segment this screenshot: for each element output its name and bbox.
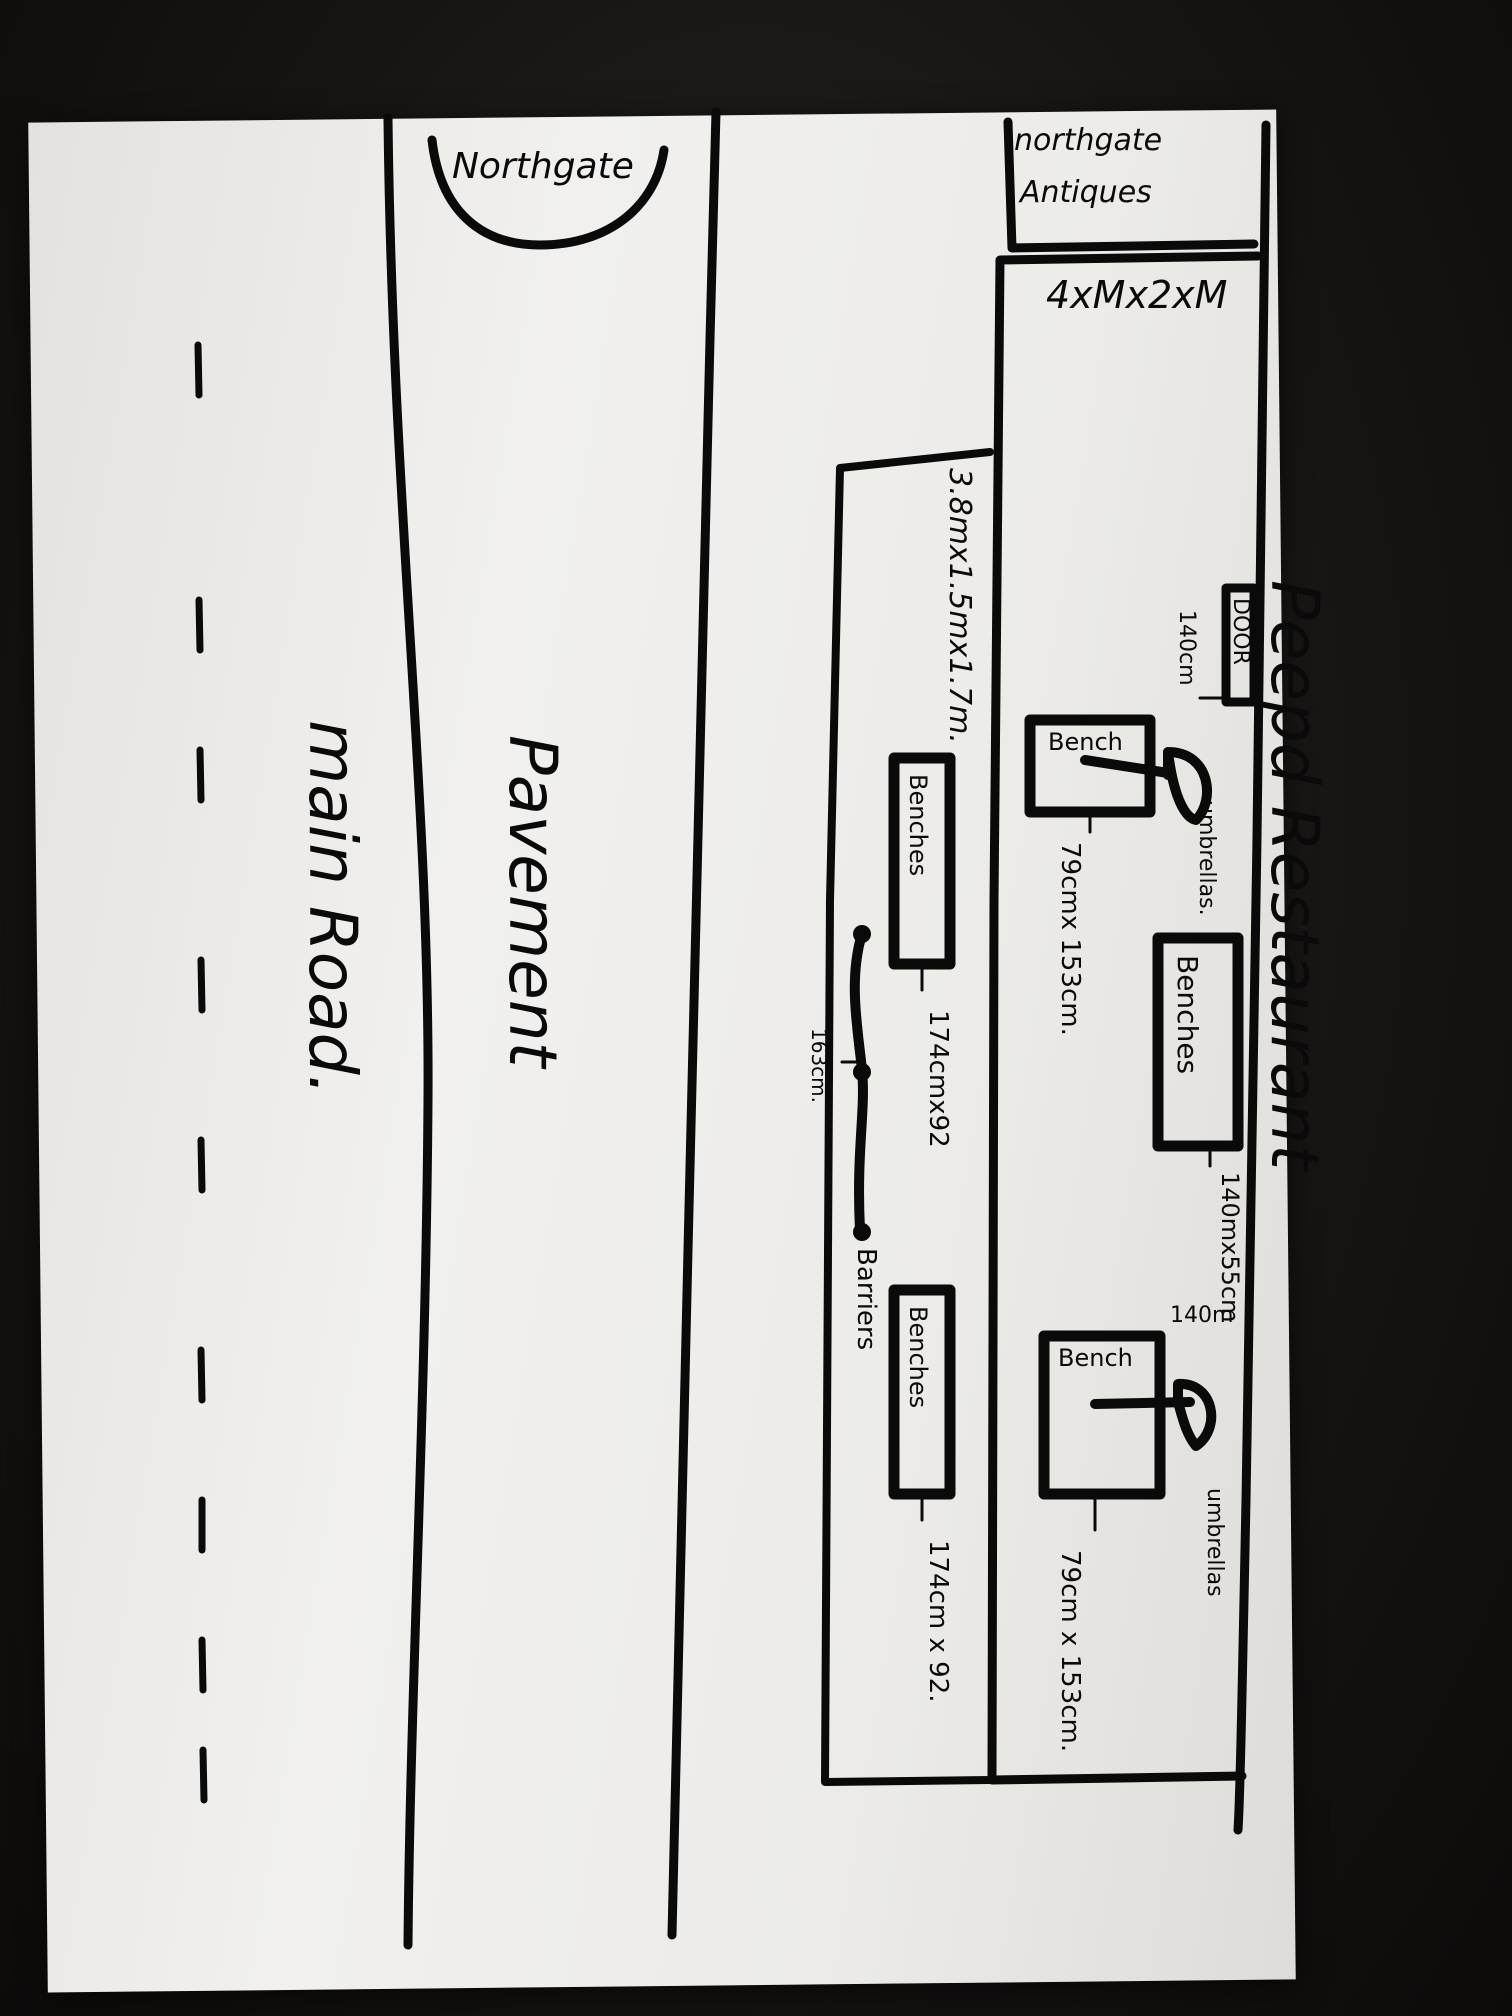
building-line: [667, 107, 721, 1940]
benches-middle-dimension: 140mx55cm: [1216, 1172, 1244, 1323]
northgate-arc: [427, 135, 669, 250]
barrier-post-3: [853, 1223, 871, 1241]
pavement-label: Pavement: [494, 735, 571, 1070]
umbrella-bottom-label: umbrellas: [1202, 1488, 1227, 1597]
northgate-label: Northgate: [452, 146, 634, 187]
bench-bottom-label: Bench: [1058, 1344, 1133, 1372]
barriers-label: Barriers: [851, 1248, 881, 1350]
benches-left-bottom-dimension: 174cm x 92.: [923, 1540, 953, 1703]
umbrella-top-icon: [1080, 747, 1213, 825]
umbrella-bottom-dimension: 140m: [1170, 1303, 1233, 1328]
inner-seating-boundary: [821, 448, 994, 1786]
benches-middle-label: Benches: [1171, 955, 1204, 1074]
benches-left-top-label: Benches: [904, 774, 932, 876]
benches-middle: [1152, 932, 1244, 1152]
northgate-antiques-label-line2: Antiques: [1018, 175, 1152, 210]
umbrella-top-label: umbrellas.: [1194, 800, 1219, 916]
restaurant-label: Peepd Restaurant: [1256, 580, 1333, 1172]
door-dimension: 140cm: [1174, 610, 1199, 686]
bench-bottom: [1038, 1330, 1166, 1500]
bench-bottom-dimension: 79cm x 153cm.: [1055, 1550, 1085, 1752]
main-road-label: main Road.: [294, 720, 371, 1095]
seating-area-dimension: 4xMx2xM: [1046, 273, 1227, 317]
inner-seating-dimension: 3.8mx1.5mx1.7m.: [942, 468, 977, 744]
barrier-post-2: [853, 1063, 871, 1081]
curb-line: [383, 113, 433, 1950]
benches-left-top-dimension: 174cmx92: [923, 1010, 953, 1148]
seating-area-boundary: [987, 251, 1263, 1785]
barrier-dimension: 163cm.: [807, 1028, 831, 1103]
barrier-post-1: [853, 925, 871, 943]
barrier-line: [849, 929, 868, 1235]
northgate-antiques-label-line1: northgate: [1014, 123, 1162, 158]
road-center-dashes: [194, 341, 208, 1804]
benches-left-bottom-label: Benches: [904, 1306, 932, 1408]
door-label: DOOR: [1228, 598, 1253, 665]
bench-top-dimension: 79cmx 153cm.: [1055, 842, 1085, 1036]
umbrella-bottom-icon: [1090, 1379, 1217, 1451]
door: [1221, 583, 1259, 707]
restaurant-wall: [1233, 120, 1271, 1835]
antiques-wall: [1003, 117, 1259, 253]
bench-top-label: Bench: [1048, 728, 1123, 756]
